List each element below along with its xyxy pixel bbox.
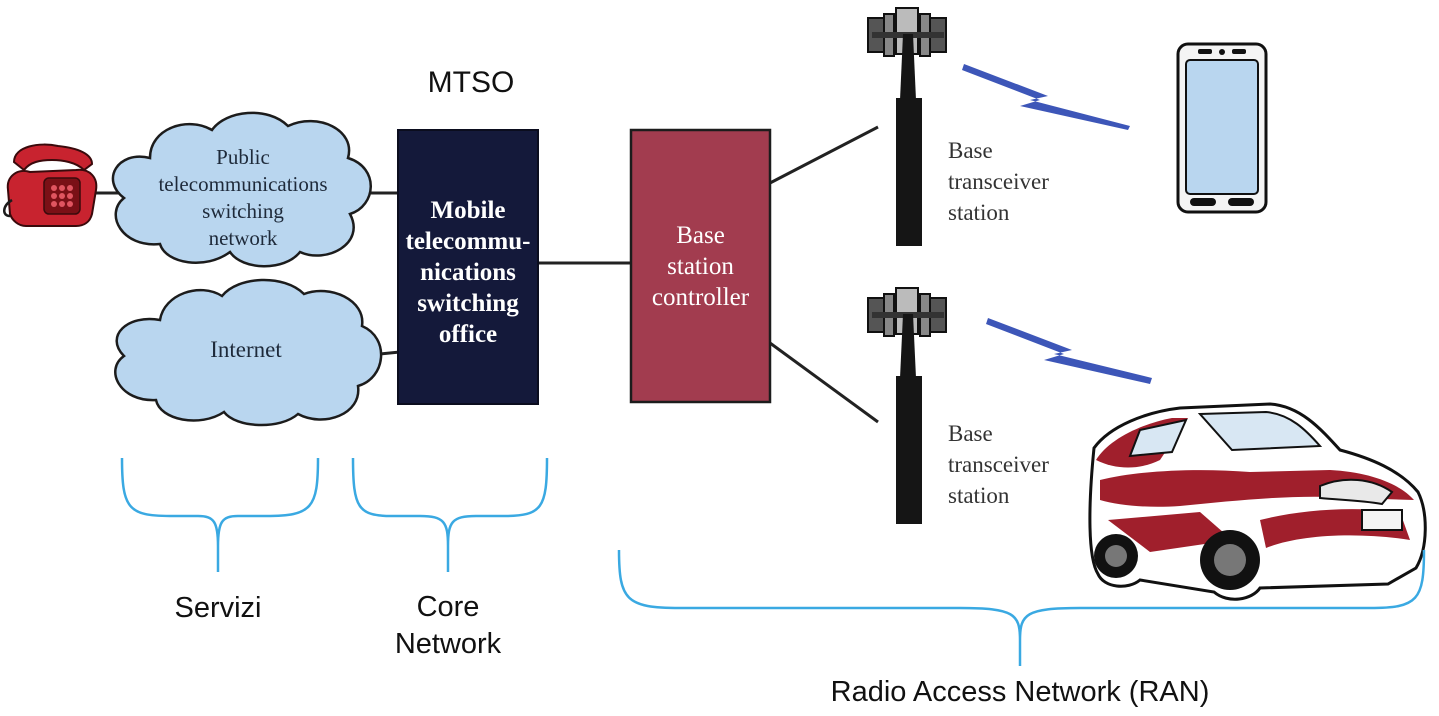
radio-wave-icon (962, 64, 1130, 130)
bts-label-line: transceiver (948, 169, 1049, 194)
bts-bottom-label: Base transceiver station (948, 418, 1108, 511)
brace-core (351, 457, 549, 572)
core-network-section-label: Core Network (360, 589, 536, 663)
internet-cloud-label: Internet (210, 337, 282, 362)
bts-top-label: Base transceiver station (948, 135, 1108, 228)
telephone-icon (3, 143, 98, 227)
bts-label-line: Base (948, 138, 993, 163)
bsc-label-line: Base (676, 222, 725, 249)
bsc-label-line: controller (651, 284, 750, 311)
smartphone-icon (1176, 42, 1268, 214)
services-section-label: Servizi (174, 592, 262, 624)
core-label-line: Core (416, 591, 480, 623)
mtso-box (397, 129, 539, 405)
pstn-label-line: switching (202, 199, 284, 223)
mtso-box-label: Mobile telecommu- nications switching of… (398, 195, 538, 350)
link-bsc-bts-bottom (769, 341, 879, 424)
bts-label-line: station (948, 483, 1010, 508)
mtso-title: MTSO (427, 66, 515, 99)
bts-label-line: station (948, 200, 1010, 225)
brace-ran (617, 549, 1426, 666)
bts-label-line: transceiver (948, 452, 1049, 477)
pstn-label-line: network (208, 226, 278, 250)
link-bsc-bts-top (769, 125, 879, 185)
pstn-label-line: telecommunications (158, 172, 328, 196)
pstn-cloud (111, 111, 372, 268)
ran-section-label: Radio Access Network (RAN) (830, 676, 1210, 708)
mtso-label-line: Mobile (430, 197, 506, 224)
brace-services (120, 457, 320, 572)
mtso-label-line: telecommu- (405, 228, 531, 255)
core-label-line: Network (394, 628, 502, 660)
car-icon (1088, 402, 1427, 601)
pstn-cloud-label: Public telecommunications switching netw… (128, 144, 358, 252)
pstn-label-line: Public (216, 145, 270, 169)
bsc-label-line: station (667, 253, 734, 280)
antenna-tower-icon (867, 7, 947, 246)
internet-cloud (114, 278, 383, 427)
mtso-label-line: office (438, 321, 498, 348)
bsc-box-label: Base station controller (631, 220, 770, 313)
bts-label-line: Base (948, 421, 993, 446)
antenna-tower-icon (867, 287, 947, 524)
radio-wave-icon (986, 318, 1152, 384)
mtso-label-line: switching (417, 290, 519, 317)
bsc-box (629, 128, 772, 404)
mtso-label-line: nications (420, 259, 516, 286)
